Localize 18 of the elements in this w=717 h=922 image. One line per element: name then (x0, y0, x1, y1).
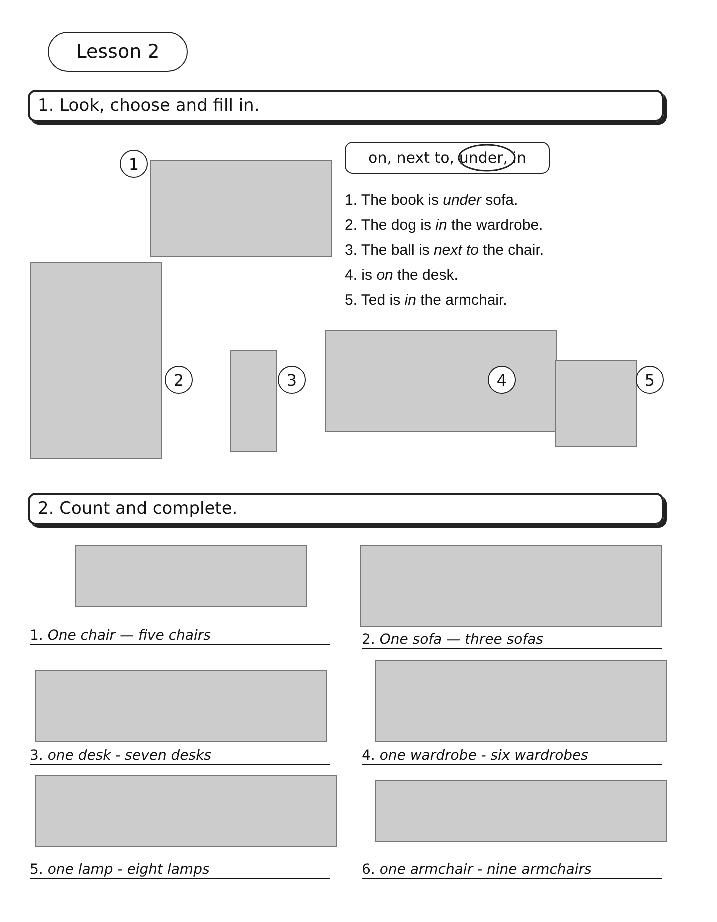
fill-in-sentence: 3. The ball is next to the chair. (345, 242, 544, 259)
exercise-heading-box: 1. Look, choose and fill in. (28, 90, 664, 122)
fill-in-sentence: 4. is on the desk. (345, 267, 458, 284)
fill-in-sentence: 5. Ted is in the armchair. (345, 292, 508, 309)
fill-in-sentence: 2. The dog is in the wardrobe. (345, 217, 544, 234)
number-circle: 5 (636, 366, 664, 394)
answer-line: 6. one armchair - nine armchairs (362, 862, 662, 879)
exercise-heading-box: 2. Count and complete. (28, 493, 664, 525)
number-circle: 3 (278, 366, 306, 394)
fill-in-sentence: 1. The book is under sofa. (345, 192, 518, 209)
answer-line: 5. one lamp - eight lamps (30, 862, 330, 879)
number-circle: 1 (120, 150, 148, 178)
answer-line: 4. one wardrobe - six wardrobes (362, 748, 662, 765)
lesson-heading-cloud: Lesson 2 (48, 32, 188, 72)
answer-line: 3. one desk - seven desks (30, 748, 330, 765)
answer-line: 2. One sofa — three sofas (362, 632, 662, 649)
number-circle: 2 (165, 366, 193, 394)
answer-line: 1. One chair — five chairs (30, 628, 330, 645)
